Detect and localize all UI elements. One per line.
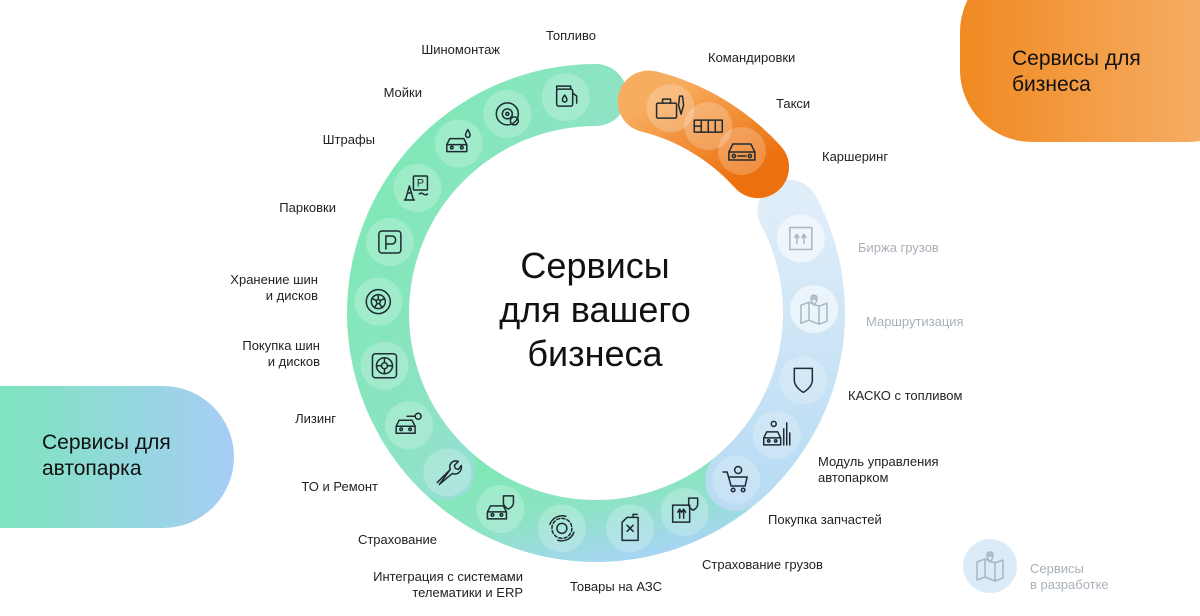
shield-icon	[793, 367, 814, 394]
tire-storage-icon-node	[354, 277, 403, 326]
carsharing-icon	[728, 143, 756, 161]
cargo-box-icon-node-circle	[776, 214, 825, 263]
integration-gear-icon-node	[537, 504, 586, 553]
wrench-icon-node	[423, 448, 472, 497]
tire-service-icon	[495, 102, 520, 126]
parking-icon	[378, 230, 402, 254]
fuel-icon	[555, 85, 578, 107]
integration-gear-icon	[549, 515, 575, 542]
car-wash-icon-node	[434, 119, 483, 168]
briefcase-icon	[655, 95, 685, 119]
fleet-pill-label: Сервисы для автопарка	[42, 431, 171, 480]
leasing-icon-node	[385, 401, 434, 450]
fleet-module-icon-node-circle	[752, 410, 801, 459]
car-wash-icon-node-circle	[434, 119, 483, 168]
fleet-label-cargo-insurance: Страхование грузов	[702, 557, 823, 572]
cargo-box-icon	[789, 226, 813, 251]
map-route-icon	[800, 294, 828, 325]
tire-service-icon-node	[483, 89, 532, 138]
tire-service-icon-node-circle	[483, 89, 532, 138]
dev-label-map-route: Маршрутизация	[866, 314, 964, 329]
cargo-box-icon-node	[776, 214, 825, 263]
briefcase-icon-node	[646, 84, 695, 133]
fleet-label-tire-service: Шиномонтаж	[421, 42, 500, 57]
carsharing-icon-node-circle	[717, 126, 766, 175]
map-route-icon-node-circle	[789, 285, 838, 334]
fleet-label-car-insurance: Страхование	[357, 532, 437, 547]
svg-text:P: P	[417, 177, 424, 189]
car-insurance-icon-node-circle	[476, 484, 525, 533]
business-pill-label: Сервисы для бизнеса	[1012, 47, 1141, 96]
fleet-label-wrench: ТО и Ремонт	[301, 479, 378, 494]
fines-icon: P	[403, 175, 429, 201]
tire-purchase-icon-node-circle	[360, 341, 409, 390]
legend-map-route-icon	[976, 551, 1004, 582]
car-insurance-icon-node	[476, 484, 525, 533]
tire-storage-icon	[365, 288, 392, 315]
cart-icon	[722, 465, 748, 493]
fleet-module-icon-node	[752, 410, 801, 459]
wrench-icon	[436, 460, 463, 486]
legend-node	[963, 539, 1017, 593]
fleet-label-tire-purchase: Покупка шин и дисков	[242, 338, 320, 369]
fleet-module-icon	[762, 420, 791, 446]
fleet-label-fleet-module: Модуль управления автопарком	[818, 454, 939, 485]
legend-in-development-label: Сервисы в разработке	[1030, 561, 1109, 592]
fleet-label-tire-storage: Хранение шин и дисков	[230, 272, 318, 303]
car-insurance-icon	[486, 495, 515, 520]
integration-gear-icon-node-circle	[537, 504, 586, 553]
fleet-label-shield: КАСКО с топливом	[848, 388, 963, 403]
canister-icon	[621, 513, 639, 542]
fleet-pill	[0, 386, 234, 528]
parking-icon-node	[365, 218, 414, 267]
tire-purchase-icon	[371, 352, 398, 379]
fuel-icon-node	[541, 73, 590, 122]
fleet-label-canister: Товары на АЗС	[570, 579, 662, 594]
fleet-label-fuel: Топливо	[545, 28, 596, 43]
cargo-insurance-icon-node	[660, 488, 709, 537]
business-label-briefcase: Командировки	[708, 50, 796, 65]
business-label-taxi: Такси	[776, 96, 811, 111]
leasing-icon	[395, 412, 422, 435]
map-route-icon-node	[789, 285, 838, 334]
taxi-icon	[693, 119, 724, 133]
fleet-label-fines: Штрафы	[322, 132, 375, 147]
cargo-insurance-icon	[671, 497, 699, 523]
canister-icon-node	[606, 504, 655, 553]
cargo-insurance-icon-node-circle	[660, 488, 709, 537]
fleet-label-leasing: Лизинг	[295, 411, 336, 426]
shield-icon-node-circle	[779, 356, 828, 405]
parking-icon-node-circle	[365, 218, 414, 267]
tire-purchase-icon-node	[360, 341, 409, 390]
tire-storage-icon-node-circle	[354, 277, 403, 326]
carsharing-icon-node	[717, 126, 766, 175]
business-label-carsharing: Каршеринг	[822, 149, 889, 164]
leasing-icon-node-circle	[385, 401, 434, 450]
shield-icon-node	[779, 356, 828, 405]
business-pill	[960, 0, 1200, 142]
cart-icon-node	[712, 455, 761, 504]
cart-icon-node-circle	[712, 455, 761, 504]
taxi-icon-node	[684, 102, 733, 151]
fleet-label-cart: Покупка запчастей	[768, 512, 882, 527]
fleet-label-car-wash: Мойки	[383, 85, 422, 100]
fines-icon-node: P	[393, 163, 442, 212]
fleet-label-parking: Парковки	[279, 200, 336, 215]
car-wash-icon	[446, 128, 471, 153]
fleet-label-integration-gear: Интеграция с системами телематики и ERP	[373, 569, 523, 600]
legend-node-circle	[963, 539, 1017, 593]
dev-label-cargo-box: Биржа грузов	[858, 240, 939, 255]
diagram-title: Сервисы для вашего бизнеса	[499, 245, 691, 374]
